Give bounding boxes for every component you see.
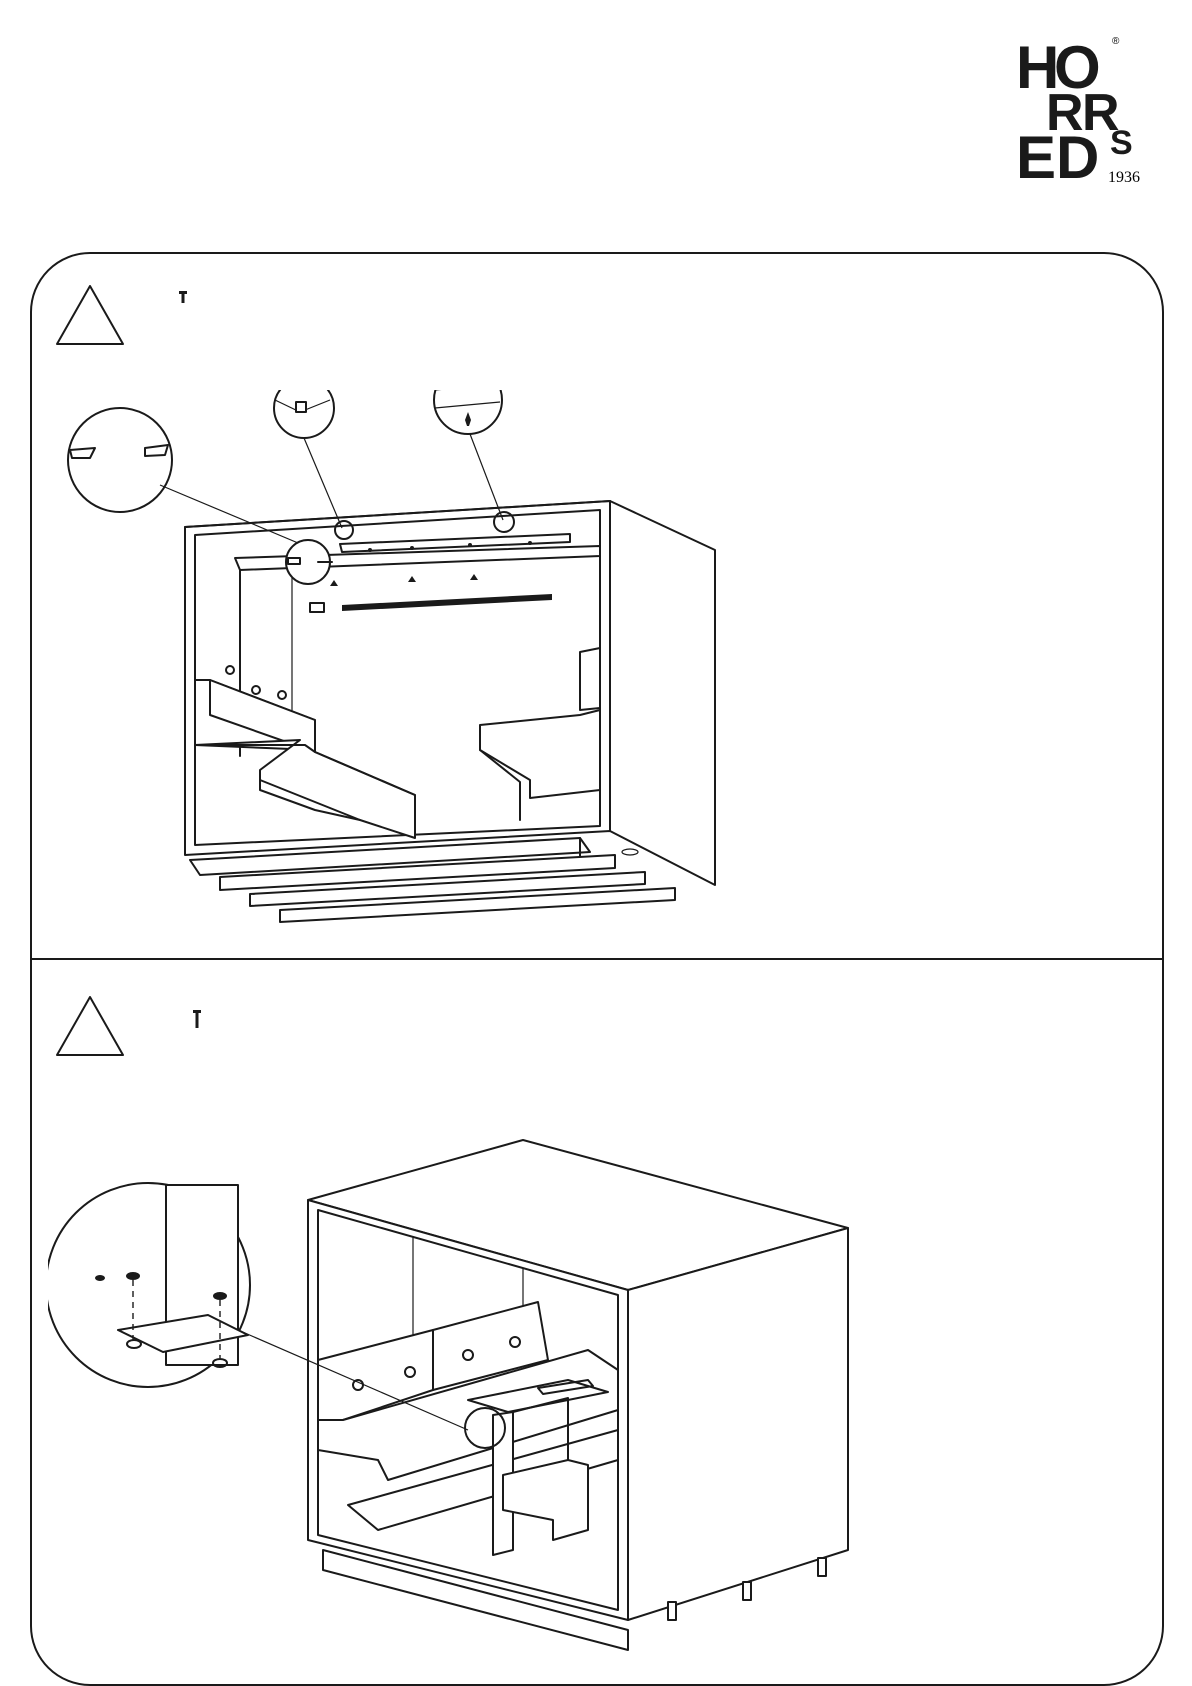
bolt-icon xyxy=(193,1010,201,1028)
logo-letter-e: E xyxy=(1016,124,1056,190)
warning-triangle-icon xyxy=(55,995,125,1057)
logo-letter-d: D xyxy=(1056,124,1099,190)
pod-frame xyxy=(185,501,715,885)
step-2-pod-table-drawing xyxy=(48,1130,868,1660)
step-1-pod-assembly-drawing xyxy=(60,390,740,930)
warning-triangle-icon xyxy=(55,284,125,346)
small-screw-icon xyxy=(178,290,188,304)
logo-year: 1936 xyxy=(1108,169,1140,186)
registered-mark: ® xyxy=(1112,36,1120,47)
step-divider xyxy=(30,958,1164,960)
horreds-logo: H O R R E D S ® 1936 xyxy=(1016,30,1156,190)
logo-letter-s: S xyxy=(1110,124,1133,162)
bracket-part xyxy=(310,603,324,612)
